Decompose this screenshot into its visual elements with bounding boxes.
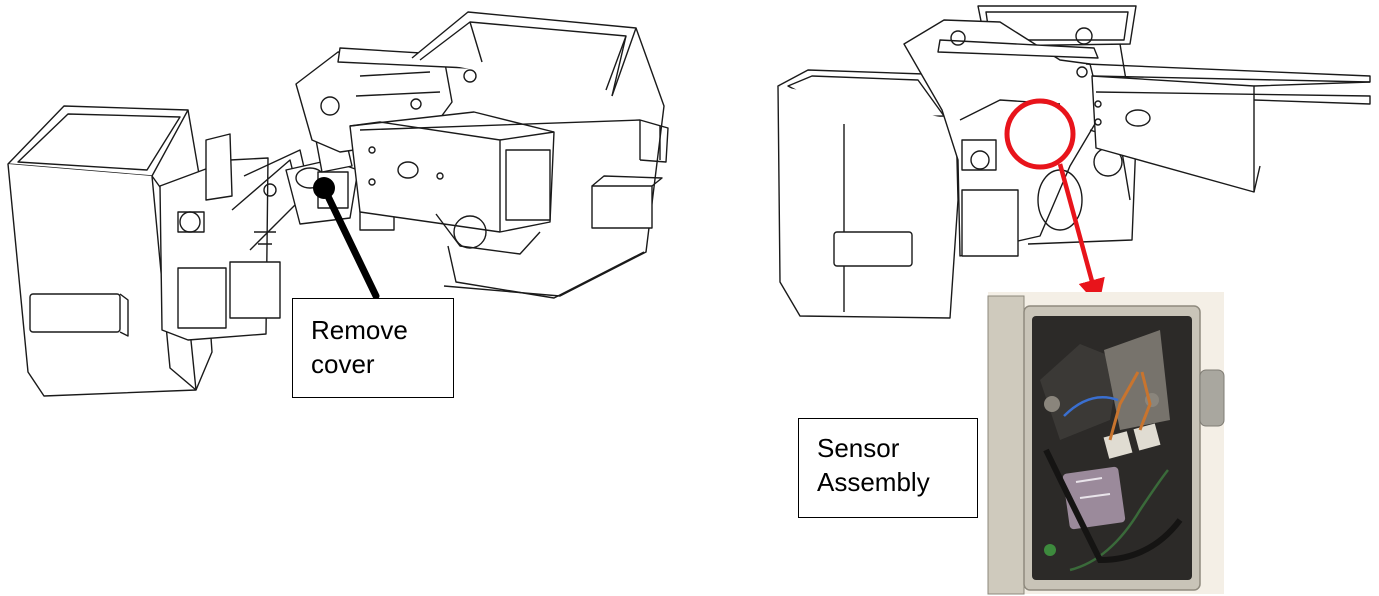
sensor-highlight-circle <box>1004 98 1076 170</box>
remove-cover-leader <box>320 184 380 300</box>
left-bucket <box>7 105 213 397</box>
right-mechanism-drawing <box>777 5 1371 319</box>
right-front-bucket <box>777 69 959 319</box>
left-frame <box>159 133 307 341</box>
right-frame <box>903 19 1131 257</box>
sensor-assembly-callout: Sensor Assembly <box>798 418 978 518</box>
left-beam-tube <box>349 111 669 255</box>
left-mechanism-drawing <box>7 11 669 397</box>
sensor-assembly-line2: Assembly <box>817 467 930 497</box>
sensor-enclosure-photo <box>987 292 1225 595</box>
sensor-assembly-line1: Sensor <box>817 433 900 463</box>
remove-cover-line2: cover <box>311 349 375 379</box>
right-beam-tube <box>1085 63 1371 193</box>
remove-cover-callout: Remove cover <box>292 298 454 398</box>
sensor-highlight-arrow <box>1057 163 1105 307</box>
remove-cover-line1: Remove <box>311 315 408 345</box>
left-rear-bucket <box>411 11 665 299</box>
remove-cover-leader-dot <box>313 177 335 199</box>
